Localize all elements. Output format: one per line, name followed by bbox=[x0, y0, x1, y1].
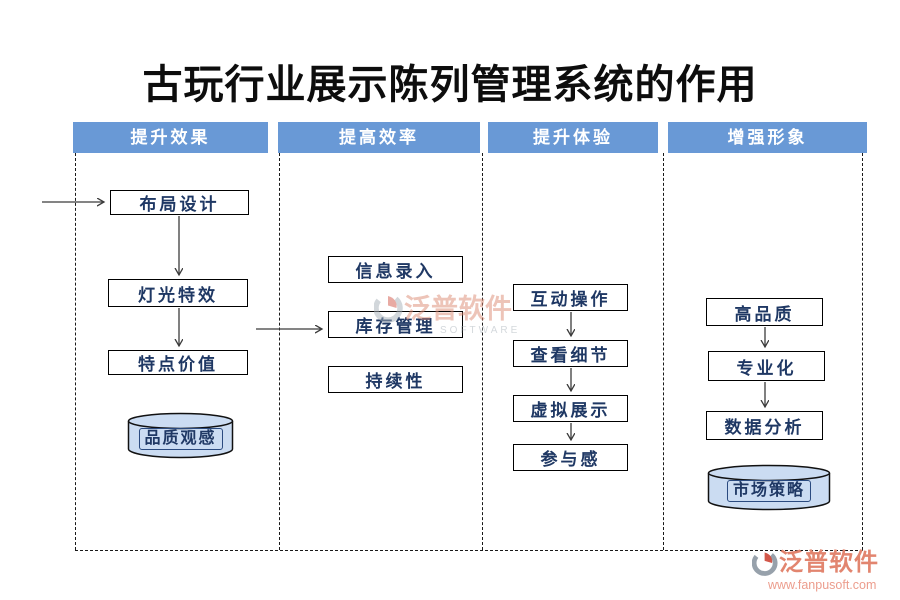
node-view-details: 查看细节 bbox=[513, 340, 628, 367]
cylinder-label: 品质观感 bbox=[138, 427, 223, 450]
lane-divider bbox=[279, 153, 280, 550]
node-data-analysis: 数据分析 bbox=[706, 411, 823, 440]
lane-divider bbox=[482, 153, 483, 550]
footer-url: www.fanpusoft.com bbox=[768, 578, 877, 592]
node-professionalization: 专业化 bbox=[708, 351, 825, 381]
lane-header-improve-experience: 提升体验 bbox=[488, 122, 658, 153]
node-virtual-display: 虚拟展示 bbox=[513, 395, 628, 422]
lane-header-enhance-image: 增强形象 bbox=[668, 122, 867, 153]
node-info-entry: 信息录入 bbox=[328, 256, 463, 283]
lane-header-improve-efficiency: 提高效率 bbox=[278, 122, 480, 153]
node-participation: 参与感 bbox=[513, 444, 628, 471]
lane-bottom-border bbox=[75, 550, 863, 551]
cylinder-shape bbox=[707, 464, 831, 511]
node-sustainability: 持续性 bbox=[328, 366, 463, 393]
page-title: 古玩行业展示陈列管理系统的作用 bbox=[142, 62, 758, 107]
node-quality-perception: 品质观感 bbox=[127, 412, 234, 460]
cylinder-shape bbox=[127, 412, 234, 459]
node-interactive-operation: 互动操作 bbox=[513, 284, 628, 311]
footer-brand-block: 泛普软件 www.fanpusoft.com bbox=[752, 549, 879, 592]
footer-brand-name: 泛普软件 bbox=[779, 550, 879, 576]
lane-divider bbox=[663, 153, 664, 550]
node-market-strategy: 市场策略 bbox=[707, 464, 831, 512]
cylinder-label: 市场策略 bbox=[726, 479, 812, 502]
lane-header-improve-effect: 提升效果 bbox=[73, 122, 268, 153]
lane-divider bbox=[862, 153, 863, 550]
node-feature-value: 特点价值 bbox=[108, 350, 248, 375]
node-lighting-effects: 灯光特效 bbox=[108, 279, 248, 307]
lane-divider bbox=[75, 153, 76, 550]
node-layout-design: 布局设计 bbox=[110, 190, 249, 215]
node-high-quality: 高品质 bbox=[706, 298, 823, 326]
brand-swirl-icon bbox=[752, 550, 778, 576]
